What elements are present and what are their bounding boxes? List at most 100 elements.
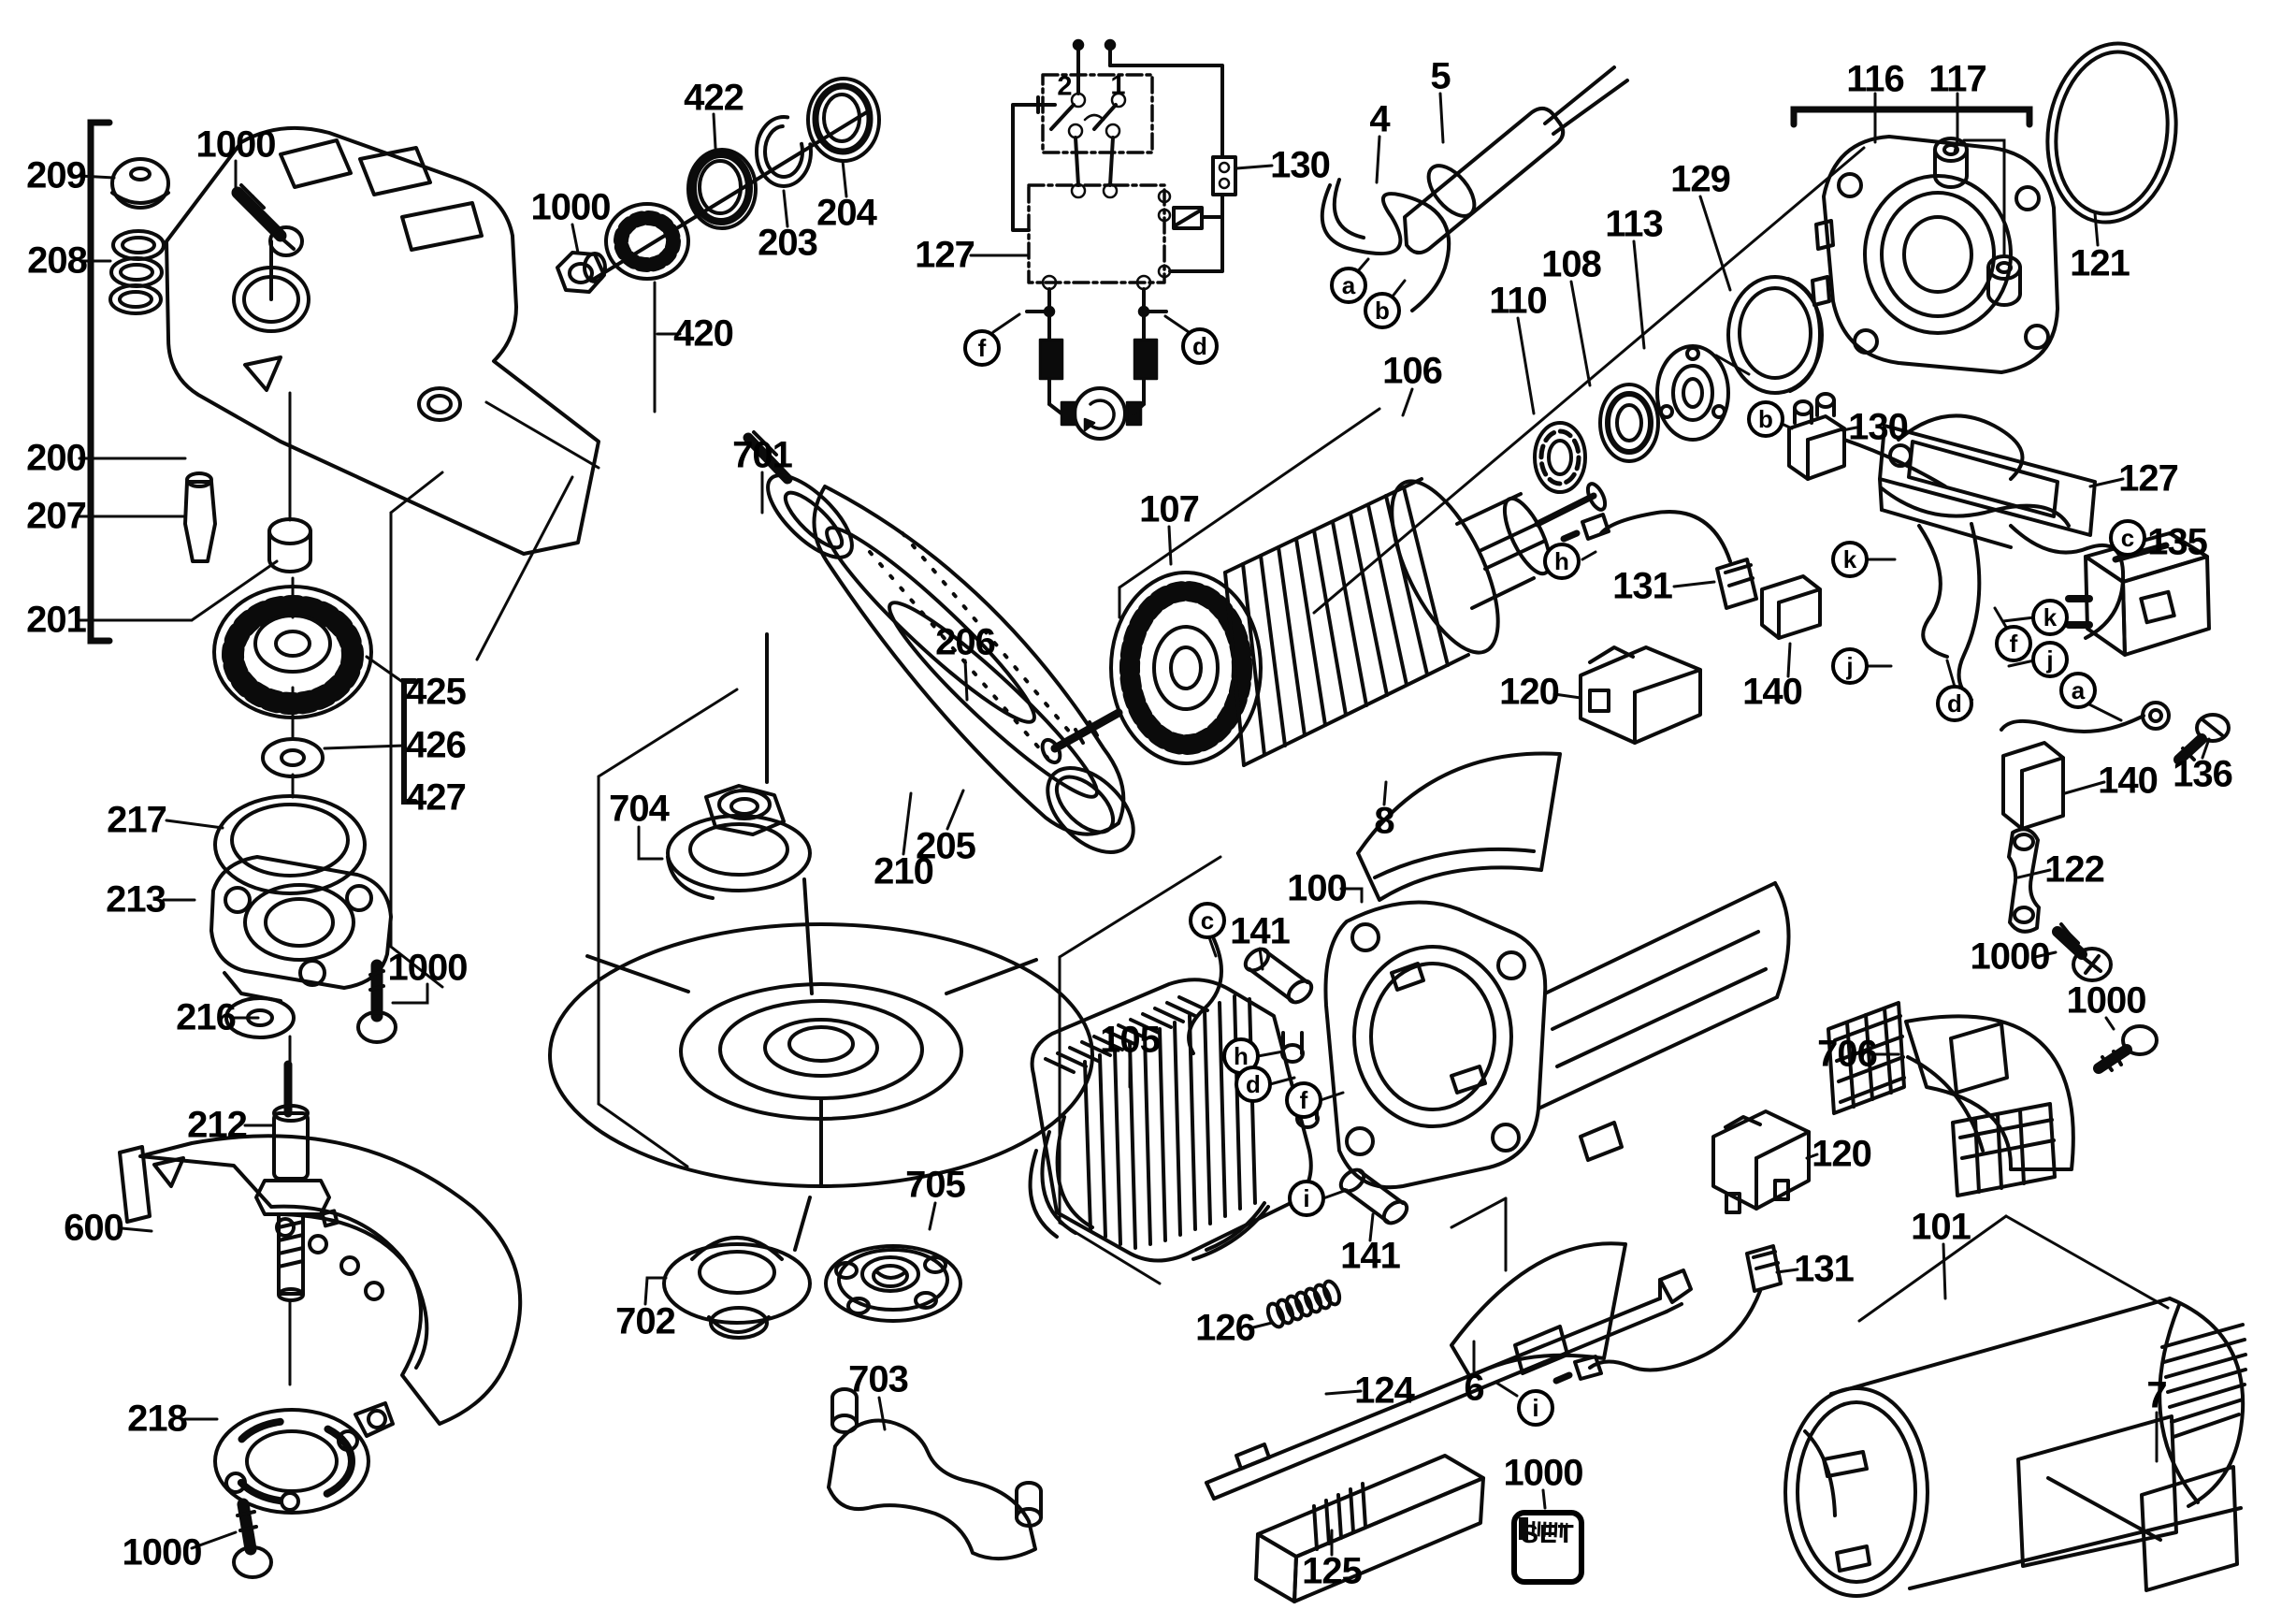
brush-holder-120-right-drawing — [1711, 1109, 1811, 1214]
part-label-131: 131 — [1612, 565, 1673, 607]
part-label-2: 2 — [1057, 71, 1072, 102]
bearing-cup-129-drawing — [1726, 275, 1824, 395]
part-label-4: 4 — [1369, 98, 1390, 140]
part-label-706: 706 — [1817, 1033, 1878, 1075]
spring-stack-208-drawing — [108, 229, 166, 315]
flange-nut-705-drawing — [824, 1244, 962, 1323]
axis-lines — [288, 354, 1751, 1386]
callout-k: k — [1831, 541, 1869, 578]
part-label-212: 212 — [187, 1104, 248, 1146]
callout-a: a — [1330, 267, 1367, 304]
part-label-701: 701 — [732, 434, 793, 476]
callout-f: f — [1285, 1081, 1322, 1119]
part-label-127: 127 — [2118, 457, 2179, 500]
part-label-210: 210 — [874, 850, 934, 892]
callout-b: b — [1364, 292, 1401, 329]
part-label-1000: 1000 — [1503, 1452, 1584, 1494]
part-label-129: 129 — [1670, 158, 1731, 200]
cover-125-drawing — [1254, 1454, 1485, 1603]
set-label-box: SET — [1511, 1510, 1584, 1585]
part-label-200: 200 — [26, 437, 87, 479]
brush-lead-131-right-drawing — [1552, 1244, 1783, 1385]
air-baffle-706-drawing — [1827, 1001, 2075, 1197]
part-label-1000: 1000 — [387, 947, 469, 989]
brush-holder-120-mid-drawing — [1579, 645, 1702, 745]
screw-1000-top-drawing — [231, 183, 304, 257]
part-label-101: 101 — [1911, 1206, 1971, 1248]
lock-plate-218-drawing — [213, 1401, 395, 1515]
part-label-425: 425 — [406, 671, 467, 713]
pin-141-bottom-drawing — [1338, 1167, 1409, 1225]
set-label-text: SET — [1521, 1519, 1575, 1548]
callout-i: i — [1517, 1389, 1554, 1427]
wave-washer-110-drawing — [1533, 421, 1587, 494]
part-label-140: 140 — [1742, 671, 1803, 713]
screw-1000-213-drawing — [356, 959, 397, 1044]
part-label-131: 131 — [1794, 1248, 1855, 1290]
callout-j: j — [2031, 641, 2069, 678]
part-label-600: 600 — [64, 1207, 124, 1249]
brush-lead-131-mid-drawing — [1560, 510, 1758, 610]
spacer-117-drawing — [1933, 137, 2022, 307]
part-label-703: 703 — [848, 1358, 909, 1400]
bearing-flange-113-drawing — [1655, 344, 1730, 442]
part-label-136: 136 — [2173, 753, 2233, 795]
part-label-120: 120 — [1812, 1133, 1872, 1175]
washer-426-drawing — [261, 737, 325, 778]
field-housing-101-drawing — [1783, 1297, 2247, 1598]
part-label-1000: 1000 — [530, 186, 612, 228]
circlip-203-drawing — [755, 115, 813, 188]
part-label-110: 110 — [1489, 280, 1548, 322]
part-label-116: 116 — [1846, 58, 1905, 100]
part-label-209: 209 — [26, 154, 87, 196]
pin-141-top-drawing — [1243, 947, 1314, 1005]
part-label-203: 203 — [758, 222, 818, 264]
backing-pad-drawing — [548, 877, 1094, 1252]
spring-126-drawing — [1265, 1279, 1342, 1329]
callout-d: d — [1936, 685, 1973, 722]
motor-housing-100-drawing — [1323, 881, 1791, 1190]
part-label-206: 206 — [935, 621, 996, 663]
part-label-207: 207 — [26, 495, 87, 537]
part-label-141: 141 — [1230, 910, 1291, 952]
part-label-113: 113 — [1605, 203, 1664, 245]
spindle-212-drawing — [254, 1060, 331, 1302]
part-label-213: 213 — [106, 878, 166, 921]
screw-set-icon — [1519, 1517, 1568, 1540]
part-label-100: 100 — [1287, 867, 1348, 909]
part-label-130: 130 — [1848, 406, 1909, 448]
part-label-1000: 1000 — [195, 123, 277, 166]
armature-107-drawing — [1040, 477, 1608, 767]
bearing-flange-213-drawing — [209, 855, 393, 1003]
callout-f: f — [963, 329, 1001, 367]
part-label-141: 141 — [1340, 1235, 1401, 1277]
part-label-420: 420 — [673, 312, 734, 355]
part-label-127: 127 — [915, 234, 975, 276]
part-label-108: 108 — [1541, 243, 1602, 285]
part-label-422: 422 — [684, 77, 744, 119]
part-label-121: 121 — [2070, 242, 2130, 284]
name-plate-7-drawing — [2140, 1465, 2239, 1592]
part-label-126: 126 — [1195, 1307, 1256, 1349]
part-label-5: 5 — [1430, 55, 1451, 97]
insulating-sheet-8-drawing — [1356, 751, 1562, 902]
part-label-8: 8 — [1374, 800, 1394, 842]
part-label-205: 205 — [916, 825, 976, 867]
part-label-705: 705 — [905, 1164, 966, 1206]
side-handle-701-drawing — [743, 430, 1135, 854]
part-label-208: 208 — [27, 239, 88, 282]
wire-4-drawing — [1320, 178, 1451, 312]
part-label-105: 105 — [1100, 1019, 1161, 1061]
part-label-107: 107 — [1139, 488, 1200, 530]
nut-1000-handle-drawing — [556, 251, 606, 294]
wiring-schematic-drawing — [1011, 38, 1237, 441]
part-label-125: 125 — [1302, 1550, 1363, 1592]
screw-1000-706-drawing — [2093, 1024, 2159, 1074]
callout-d: d — [1181, 327, 1219, 365]
callout-h: h — [1543, 543, 1581, 580]
o-ring-121-drawing — [2045, 41, 2178, 225]
leader-lines — [120, 92, 2211, 1557]
gear-housing-cover-200-drawing — [165, 125, 600, 556]
cord-grip-5-drawing — [1403, 65, 1629, 255]
